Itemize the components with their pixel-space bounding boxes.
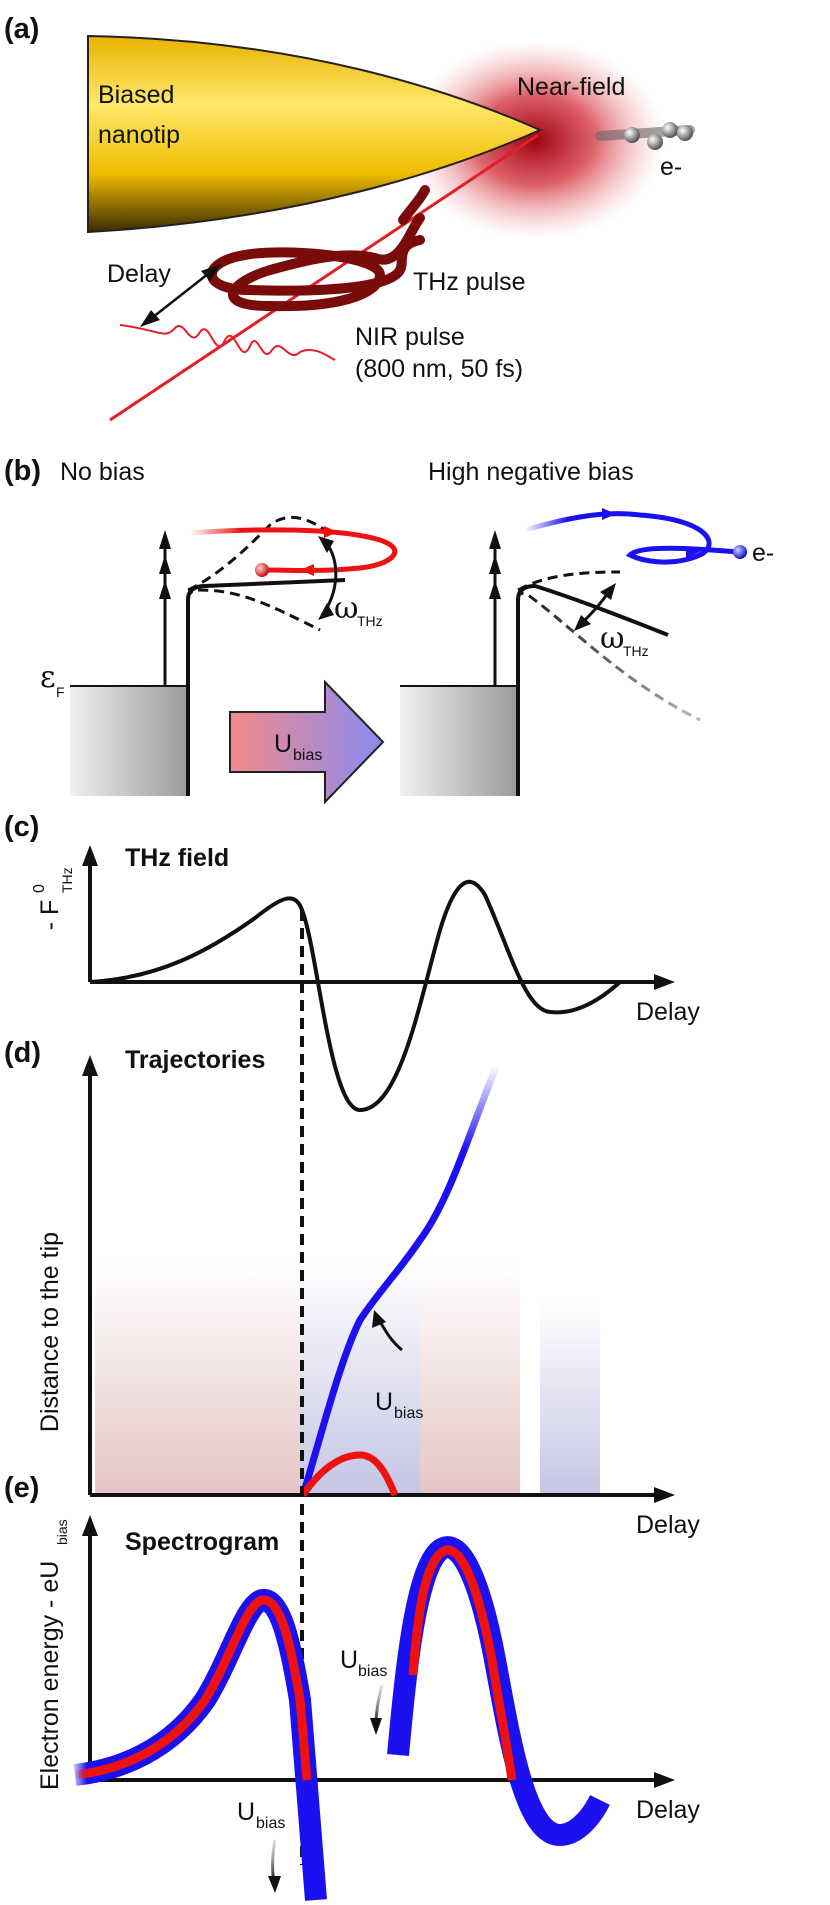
panel-d-letter: (d) (4, 1037, 41, 1069)
nir-pulse-label: NIR pulse (355, 323, 465, 351)
panel-d: (d) Trajectories Delay Distance to the t… (4, 1037, 700, 1539)
near-field-label: Near-field (517, 73, 625, 101)
svg-text:Electron energy - eU: Electron energy - eU (36, 1561, 64, 1790)
thz-pulse-label: THz pulse (413, 268, 526, 296)
d-background-blue-2 (540, 1300, 600, 1495)
omega-sub-left: THz (357, 613, 383, 629)
c-xlabel: Delay (636, 998, 700, 1026)
tip-label-line1: Biased (98, 81, 174, 109)
c-ylabel: - F (36, 900, 64, 931)
e-ubias-u-right: U (340, 1646, 358, 1674)
panel-a-letter: (a) (4, 13, 39, 45)
nir-params-label: (800 nm, 50 fs) (355, 355, 523, 383)
fermi-symbol: ε (40, 660, 56, 695)
thz-field-waveform (89, 880, 622, 1113)
e-ubias-arrow-left (271, 1839, 277, 1883)
emitted-electrons (595, 122, 695, 150)
d-background-red (95, 1260, 300, 1495)
no-bias-label: No bias (60, 458, 145, 486)
barrier-dashed-upper-left (187, 515, 326, 592)
bias-arrow: U bias (229, 679, 385, 805)
e-ubias-sub-right: bias (358, 1663, 387, 1680)
d-background-red-2 (420, 1260, 520, 1495)
d-ubias-u: U (375, 1388, 393, 1416)
d-ubias-sub: bias (394, 1405, 423, 1422)
nanotip-shape (87, 34, 543, 234)
omega-symbol-right: ω (600, 621, 624, 656)
e-xlabel: Delay (636, 1796, 700, 1824)
svg-text:bias: bias (54, 1519, 70, 1545)
barrier-solid-right (516, 583, 669, 796)
panel-c: (c) THz field Delay - F 0 THz (4, 811, 700, 1113)
thz-pulse-waveform (206, 213, 425, 312)
e-ubias-u-left: U (237, 1798, 255, 1826)
svg-text:- F: - F (36, 900, 64, 931)
panel-b: (b) No bias High negative bias ω THz (4, 455, 774, 805)
barrier-dashed-lower-right (516, 591, 701, 722)
fermi-sub: F (56, 684, 65, 700)
e-ylabel: Electron energy - eU bias (36, 1519, 70, 1790)
electron-label: e- (660, 153, 682, 181)
c-ylabel-sup: 0 (31, 884, 48, 893)
electron-label-b: e- (752, 539, 774, 567)
spectrogram-lobe2-red (408, 1545, 517, 1781)
barrier-dashed-lower-left (186, 588, 321, 632)
trajectory-blue (299, 1063, 501, 1497)
trajectories-title: Trajectories (125, 1046, 265, 1074)
bias-arrow-u: U (274, 730, 292, 758)
panel-a: (a) Biased nanotip Near-field e- Delay T… (4, 13, 695, 422)
nir-pulse-waveform (119, 324, 336, 361)
d-ylabel: Distance to the tip (36, 1232, 64, 1432)
barrier-dashed-upper-right (517, 570, 621, 592)
d-background-blue (300, 1260, 420, 1495)
nir-beam (109, 133, 539, 422)
no-bias-diagram: ω THz ε F (40, 515, 398, 796)
spectrogram-lobe1-blue (73, 1589, 327, 1901)
bias-arrow-sub: bias (293, 747, 322, 764)
metal-block-left (70, 686, 188, 796)
trajectory-high-bias (524, 511, 739, 565)
near-field-glow (405, 40, 665, 240)
trajectory-red (300, 1451, 399, 1497)
c-ylabel-sub: THz (59, 867, 75, 893)
panel-b-letter: (b) (4, 455, 41, 487)
panel-e-letter: (e) (4, 1472, 39, 1504)
tip-label-line2: nanotip (98, 121, 180, 149)
e-ubias-sub-left: bias (256, 1815, 285, 1832)
delay-label: Delay (107, 260, 171, 288)
thz-field-title: THz field (125, 844, 229, 872)
delay-arrow (140, 264, 221, 327)
panel-c-letter: (c) (4, 811, 39, 843)
spectrogram-title: Spectrogram (125, 1528, 279, 1556)
trajectory-no-bias (189, 527, 398, 573)
metal-block-right (400, 686, 518, 796)
spectrogram-lobe1-red (74, 1595, 312, 1781)
panel-e: (e) Spectrogram Delay Electron energy - … (4, 1472, 700, 1901)
high-bias-diagram: e- ω THz (400, 508, 774, 796)
omega-sub-right: THz (623, 643, 649, 659)
d-xlabel: Delay (636, 1511, 700, 1539)
omega-symbol-left: ω (334, 591, 358, 626)
high-bias-label: High negative bias (428, 458, 634, 486)
